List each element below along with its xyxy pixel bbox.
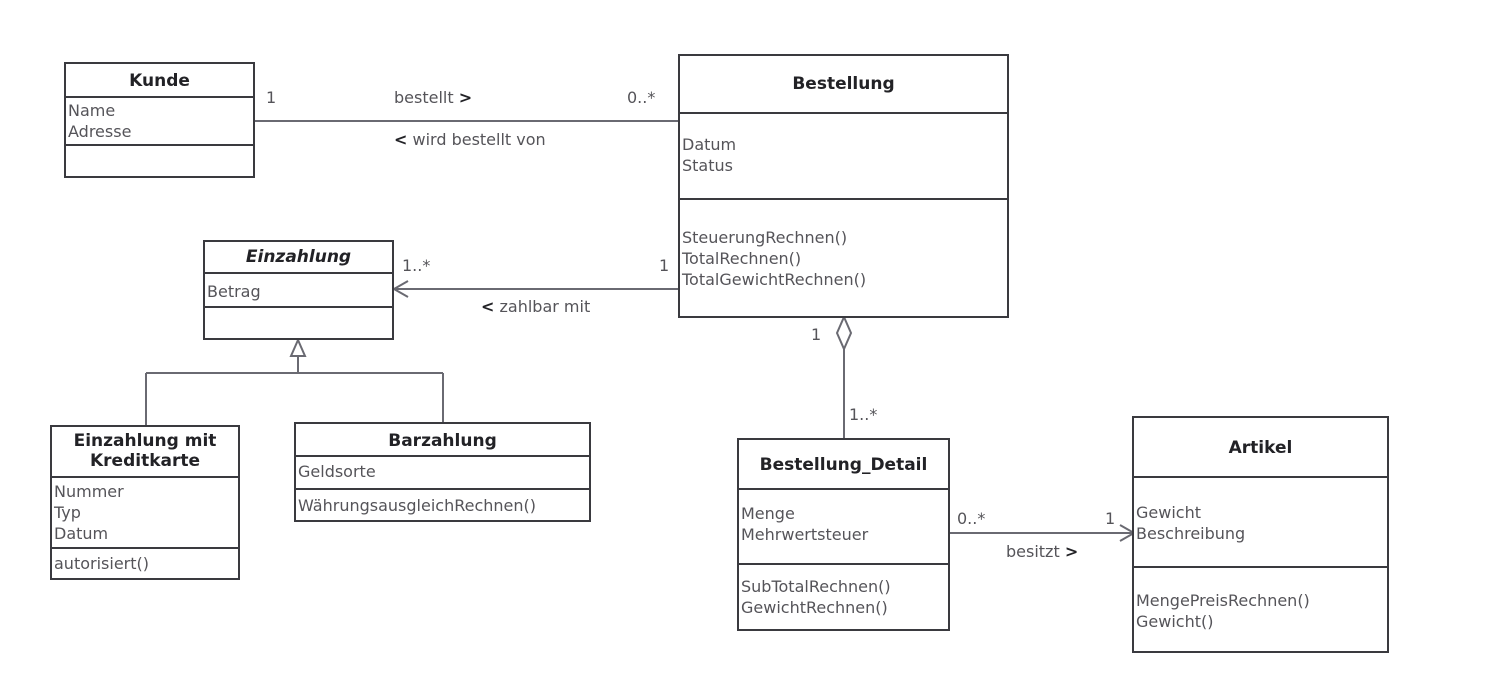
attributes-compartment: [205, 272, 392, 274]
attribute: Mehrwertsteuer: [741, 525, 869, 544]
methods-compartment: [739, 563, 948, 565]
attributes-compartment: [66, 96, 253, 98]
class-bestellung-detail[interactable]: Bestellung_Detail Menge Mehrwertsteuer S…: [737, 438, 950, 631]
multiplicity-bestellung: 0..*: [627, 88, 656, 107]
direction-arrow: >: [458, 88, 473, 107]
attribute: Nummer: [54, 482, 124, 501]
direction-arrow: >: [1064, 542, 1079, 561]
method: TotalGewichtRechnen(): [682, 270, 867, 289]
class-name: Barzahlung: [388, 431, 497, 451]
attribute: Adresse: [68, 122, 132, 141]
attribute: Menge: [741, 504, 795, 523]
multiplicity-einzahlung: 1..*: [402, 256, 431, 275]
class-name: Bestellung: [792, 74, 895, 94]
multiplicity-detail: 0..*: [957, 509, 986, 528]
class-bestellung[interactable]: Bestellung Datum Status SteuerungRechnen…: [678, 54, 1009, 318]
method: autorisiert(): [54, 554, 149, 573]
attribute: Datum: [54, 524, 109, 543]
class-artikel[interactable]: Artikel Gewicht Beschreibung MengePreisR…: [1132, 416, 1389, 653]
attributes-compartment: [1134, 476, 1387, 478]
attribute: Status: [682, 156, 733, 175]
class-name: Kunde: [129, 71, 190, 91]
association-label-bestellt: bestellt >: [394, 88, 472, 108]
class-barzahlung[interactable]: Barzahlung Geldsorte WährungsausgleichRe…: [294, 422, 591, 522]
method: SubTotalRechnen(): [741, 577, 891, 596]
attribute: Typ: [54, 503, 81, 522]
class-name: Einzahlung: [245, 247, 352, 267]
navigability-arrowhead: [391, 280, 409, 298]
generalization-triangle: [289, 337, 307, 357]
direction-arrow: <: [394, 130, 408, 149]
attribute: Datum: [682, 135, 737, 154]
methods-compartment: [1134, 566, 1387, 568]
class-name: Einzahlung mit Kreditkarte: [73, 431, 217, 471]
class-einzahlung[interactable]: Einzahlung Betrag: [203, 240, 394, 340]
method: WährungsausgleichRechnen(): [298, 496, 536, 515]
attribute: Betrag: [207, 282, 261, 301]
method: TotalRechnen(): [682, 249, 802, 268]
attributes-compartment: [296, 455, 589, 457]
class-kunde[interactable]: Kunde Name Adresse: [64, 62, 255, 178]
attribute: Geldsorte: [298, 462, 376, 481]
method: Gewicht(): [1136, 612, 1214, 631]
attribute: Gewicht: [1136, 503, 1201, 522]
label-text: wird bestellt von: [412, 130, 546, 149]
class-einzahlung-mit-kreditkarte[interactable]: Einzahlung mit Kreditkarte Nummer Typ Da…: [50, 425, 240, 580]
methods-compartment: [205, 306, 392, 308]
method: SteuerungRechnen(): [682, 228, 848, 247]
association-label-wird-bestellt-von: < wird bestellt von: [394, 130, 546, 150]
method: MengePreisRechnen(): [1136, 591, 1310, 610]
label-text: zahlbar mit: [499, 297, 591, 316]
attribute: Name: [68, 101, 116, 120]
class-name: Bestellung_Detail: [759, 455, 928, 475]
multiplicity-bestellung: 1: [659, 256, 670, 275]
association-label-besitzt: besitzt >: [1006, 542, 1078, 562]
direction-arrow: <: [481, 297, 495, 316]
multiplicity-bestellung: 1: [811, 325, 822, 344]
attributes-compartment: [739, 488, 948, 490]
class-name: Artikel: [1228, 438, 1293, 458]
multiplicity-detail: 1..*: [849, 405, 878, 424]
methods-compartment: [52, 547, 238, 549]
methods-compartment: [296, 488, 589, 490]
attributes-compartment: [680, 112, 1007, 114]
association-label-zahlbar-mit: < zahlbar mit: [481, 297, 590, 317]
attributes-compartment: [52, 476, 238, 478]
multiplicity-artikel: 1: [1105, 509, 1116, 528]
method: GewichtRechnen(): [741, 598, 888, 617]
attribute: Beschreibung: [1136, 524, 1246, 543]
methods-compartment: [680, 198, 1007, 200]
aggregation-diamond: [835, 314, 853, 352]
methods-compartment: [66, 144, 253, 146]
label-text: besitzt: [1006, 542, 1060, 561]
multiplicity-kunde: 1: [266, 88, 277, 107]
label-text: bestellt: [394, 88, 454, 107]
